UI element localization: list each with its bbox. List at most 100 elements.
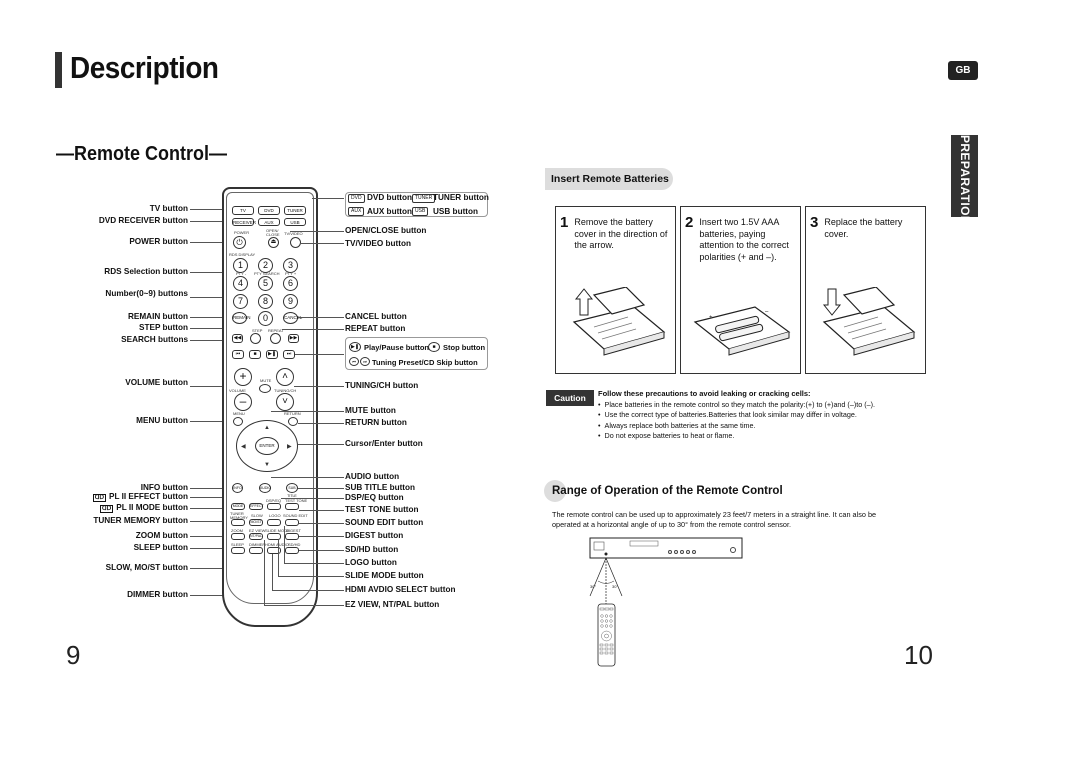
tuner-key-icon: TUNER (412, 194, 436, 203)
label-rds-button: RDS Selection button (104, 267, 188, 276)
remote-effect-key: EFFECT (249, 503, 264, 510)
remote-tv-video-key (290, 237, 301, 248)
pl2-mode-label: PL II MODE button (116, 503, 188, 512)
skip-forward-icon: ⏭ (283, 350, 295, 359)
leader-line (299, 510, 344, 511)
label-cursor-enter-button: Cursor/Enter button (345, 439, 423, 448)
label-number-buttons: Number(0~9) buttons (105, 289, 188, 298)
remote-menu-caption: MENU (233, 411, 245, 416)
remote-receiver-key: RECEIVER (232, 218, 257, 226)
remote-key-1: 1 (233, 258, 248, 273)
label-aux-button: AUX button (367, 207, 413, 216)
remote-tuning-caption: TUNING/CH (274, 388, 297, 393)
remote-zoom-caption: ZOOM (231, 528, 243, 533)
leader-line (298, 488, 344, 489)
remote-pty-minus-caption: PTY - (236, 271, 247, 276)
volume-down-icon: – (234, 393, 252, 411)
label-search-buttons: SEARCH buttons (121, 335, 188, 344)
remote-step-caption: STEP (252, 328, 263, 333)
caution-item: Place batteries in the remote control so… (598, 400, 875, 410)
dolby-icon: ᗡᗞ (100, 505, 114, 513)
range-diagram: 30° 30° (589, 537, 743, 667)
remote-key-0: 0 (258, 311, 273, 326)
stop-icon: ■ (428, 342, 440, 352)
leader-line (190, 209, 228, 210)
usb-key-icon: USB (412, 207, 429, 216)
range-heading-marker (544, 480, 566, 502)
label-digest-button: DIGEST button (345, 531, 404, 540)
play-pause-icon: ▶❚ (266, 350, 278, 359)
remote-tuner-memory-key (231, 519, 245, 526)
remote-sleep-key (231, 547, 245, 554)
label-play-pause-button: Play/Pause button (364, 343, 430, 352)
label-menu-button: MENU button (136, 416, 188, 425)
remote-rds-caption: RDS DISPLAY (229, 252, 256, 257)
step-2-content: 2 Insert two 1.5V AAA batteries, paying … (685, 214, 797, 263)
remote-logo-key (267, 519, 281, 526)
label-dimmer-button: DIMMER button (127, 590, 188, 599)
leader-line (299, 523, 344, 524)
remote-power-caption: POWER (234, 230, 250, 235)
label-repeat-button: REPEAT button (345, 324, 406, 333)
remote-pty-plus-caption: PTY + (285, 271, 297, 276)
remote-key-2: 2 (258, 258, 273, 273)
leader-line (298, 317, 344, 318)
nav-right-icon: ▶ (287, 444, 292, 450)
remote-key-6: 6 (283, 276, 298, 291)
remote-sound-edit-key (285, 519, 299, 526)
remote-hdmi-audio-caption: HDMI AUDIO (265, 542, 289, 547)
remote-dvd-key: DVD (258, 206, 280, 215)
remote-repeat-caption: REPEAT (268, 328, 284, 333)
source-button-group (345, 192, 488, 217)
remote-tv-key: TV (232, 206, 254, 215)
remote-pty-search-caption: PTY SEARCH (254, 271, 280, 276)
section-title: —Remote Control— (56, 143, 227, 165)
remote-dsp-caption: DSP/EQ (266, 498, 282, 503)
eject-icon: ⏏ (268, 237, 279, 248)
leader-line (190, 536, 228, 537)
leader-line (190, 521, 228, 522)
preparation-tab: PREPARATION (951, 135, 978, 225)
leader-line (190, 242, 228, 243)
page-number-right: 10 (904, 640, 933, 670)
leader-line (282, 329, 344, 330)
tuning-up-icon: ˄ (276, 368, 294, 386)
nav-left-icon: ◀ (241, 444, 246, 450)
range-description: The remote control can be used up to app… (552, 510, 877, 530)
language-badge: GB (948, 61, 978, 80)
play-pause-icon: ▶❚ (349, 342, 361, 352)
battery-step-3: 3 Replace the battery cover. (805, 206, 926, 374)
svg-text:–: – (765, 309, 769, 315)
label-tv-video-button: TV/VIDEO button (345, 239, 411, 248)
remote-key-5: 5 (258, 276, 273, 291)
page-number-left: 9 (66, 640, 81, 670)
label-dvd-button: DVD button (367, 193, 413, 202)
caution-item: Use the correct type of batteries.Batter… (598, 410, 875, 420)
label-ez-view-button: EZ VIEW, NT/PAL button (345, 600, 440, 609)
label-subtitle-button: SUB TITLE button (345, 483, 416, 492)
label-tuning-skip-button: Tuning Preset/CD Skip button (372, 358, 478, 367)
label-tuner-memory-button: TUNER MEMORY button (93, 516, 188, 525)
svg-text:+: + (709, 315, 713, 321)
remote-sd-hd-key (285, 547, 299, 554)
remote-volume-caption: VOLUME (229, 388, 246, 393)
nav-up-icon: ▲ (264, 425, 270, 431)
label-mute-button: MUTE button (345, 406, 396, 415)
label-dvd-receiver-button: DVD RECEIVER button (98, 216, 188, 225)
label-return-button: RETURN button (345, 418, 407, 427)
remote-remain-key: REMAIN (232, 312, 251, 324)
leader-line (300, 243, 344, 244)
nav-down-icon: ▼ (264, 462, 270, 468)
leader-line (298, 423, 344, 424)
range-angle-right: 30° (612, 584, 618, 589)
label-audio-button: AUDIO button (345, 472, 400, 481)
remote-key-7: 7 (233, 294, 248, 309)
label-step-button: STEP button (139, 323, 188, 332)
step-1-text: Remove the battery cover in the directio… (574, 217, 668, 250)
label-sd-hd-button: SD/HD button (345, 545, 399, 554)
leader-line (190, 221, 228, 222)
leader-line (272, 590, 344, 591)
remote-cancel-key: CANCEL (283, 312, 302, 324)
